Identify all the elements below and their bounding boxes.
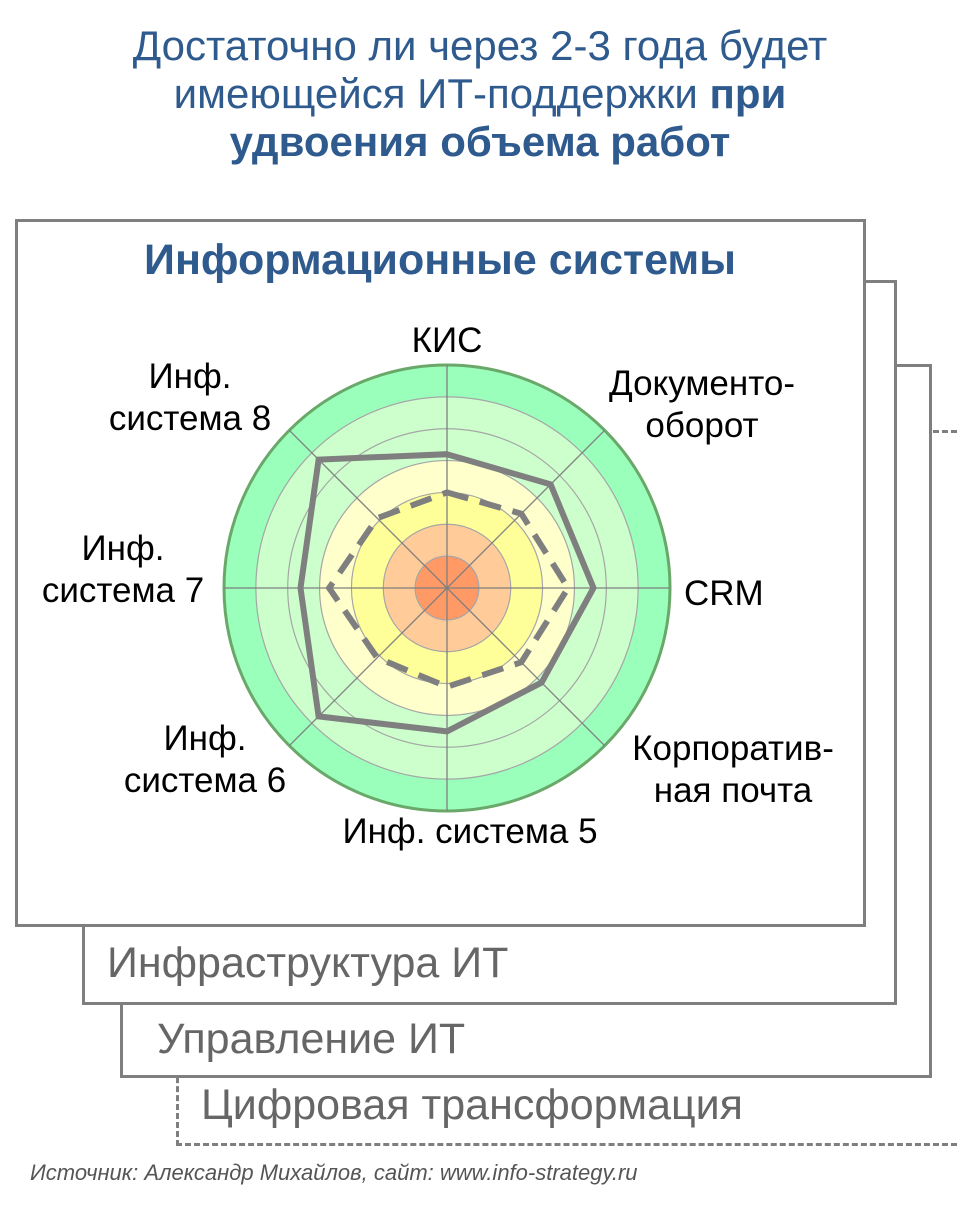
radar-spoke-4 — [446, 587, 606, 747]
axis-label-3: CRM — [684, 574, 764, 613]
axis-label-5-line-1: Инф. система 5 — [342, 812, 597, 851]
title-line-3: удвоения объема работ — [0, 118, 960, 166]
title-line-2-normal: имеющейся ИТ-поддержки — [173, 70, 710, 117]
title-line-3-bold: удвоения объема работ — [229, 118, 731, 165]
radar-spoke-8 — [288, 429, 448, 589]
radar-series-solid — [297, 451, 597, 735]
axis-label-4: Корпоратив-ная почта — [632, 729, 834, 810]
title-line-2: имеющейся ИТ-поддержки при — [0, 70, 960, 118]
title-line-1: Достаточно ли через 2-3 года будет — [132, 22, 828, 69]
axis-label-5: Инф. система 5 — [342, 812, 597, 851]
axis-label-8-line-2: система 8 — [109, 399, 271, 438]
radar-series — [297, 451, 597, 735]
axis-label-6-line-1: Инф. — [163, 719, 246, 758]
layer-label-it-infrastructure: Инфраструктура ИТ — [107, 939, 509, 987]
radar-spokes — [224, 365, 670, 811]
chart-title: Информационные системы — [144, 236, 736, 284]
axis-label-8-line-1: Инф. — [148, 357, 231, 396]
axis-label-4-line-2: ная почта — [654, 771, 813, 810]
radar-spoke-6 — [288, 587, 448, 747]
axis-label-7: Инф.система 7 — [42, 529, 204, 610]
axis-label-7-line-1: Инф. — [81, 529, 164, 568]
axis-label-2: Документо-оборот — [609, 364, 795, 445]
axis-label-7-line-2: система 7 — [42, 571, 204, 610]
axis-label-3-line-1: CRM — [684, 574, 764, 613]
axis-label-6: Инф.система 6 — [124, 719, 286, 800]
radar-spoke-2 — [446, 429, 606, 589]
axis-label-6-line-2: система 6 — [124, 761, 286, 800]
source-caption: Источник: Александр Михайлов, сайт: www.… — [30, 1160, 638, 1185]
title-line-2-bold: при — [709, 70, 787, 117]
page-title: Достаточно ли через 2-3 года будет имеющ… — [0, 22, 960, 166]
axis-label-4-line-1: Корпоратив- — [632, 729, 834, 768]
layer-label-digital-transformation: Цифровая трансформация — [201, 1081, 743, 1129]
radar-series-dashed — [325, 489, 572, 690]
axis-label-2-line-2: оборот — [645, 406, 758, 445]
axis-label-1-line-1: КИС — [412, 321, 483, 360]
layer-label-it-management: Управление ИТ — [157, 1015, 466, 1063]
axis-label-2-line-1: Документо- — [609, 364, 795, 403]
axis-label-8: Инф.система 8 — [109, 357, 271, 438]
axis-label-1: КИС — [412, 321, 483, 360]
